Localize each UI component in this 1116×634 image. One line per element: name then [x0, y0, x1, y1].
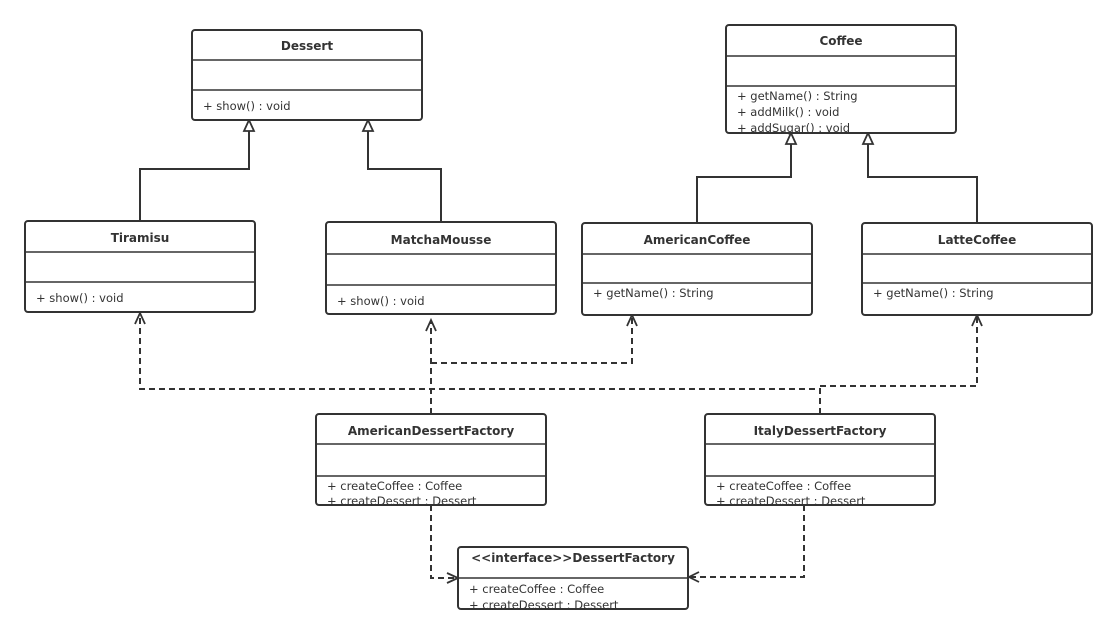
dependency-italy-factory-lattecoffee — [820, 316, 978, 387]
generalization-arrowhead — [861, 130, 875, 145]
class-name: Dessert — [281, 39, 333, 53]
method: + show() : void — [203, 99, 291, 113]
method: + createDessert : Dessert — [469, 598, 619, 612]
class-name: MatchaMousse — [391, 233, 492, 247]
realization-american-factory-interface — [430, 505, 457, 579]
class-italydessertfactory[interactable]: ItalyDessertFactory + createCoffee : Cof… — [704, 413, 936, 508]
class-name: Tiramisu — [111, 231, 170, 245]
realization-italy-factory-interface — [690, 505, 805, 578]
interface-name: <<interface>>DessertFactory — [471, 551, 675, 565]
method: + createCoffee : Coffee — [469, 582, 604, 596]
generalization-arrowhead — [361, 117, 375, 132]
class-name: LatteCoffee — [938, 233, 1016, 247]
connectors — [134, 117, 983, 584]
method: + createCoffee : Coffee — [327, 479, 462, 493]
class-name: AmericanCoffee — [644, 233, 751, 247]
dependency-american-factory-americancoffee — [431, 316, 633, 364]
method: + show() : void — [337, 294, 425, 308]
class-americandessertfactory[interactable]: AmericanDessertFactory + createCoffee : … — [315, 413, 547, 508]
interface-dessertfactory[interactable]: <<interface>>DessertFactory + createCoff… — [457, 546, 689, 612]
generalization-tiramisu-dessert — [139, 130, 250, 221]
generalization-arrowhead — [242, 117, 256, 132]
class-coffee[interactable]: Coffee + getName() : String + addMilk() … — [725, 24, 957, 135]
method: + getName() : String — [873, 286, 994, 300]
method: + show() : void — [36, 291, 124, 305]
class-americancoffee[interactable]: AmericanCoffee + getName() : String — [581, 222, 813, 316]
open-arrowhead — [425, 317, 437, 332]
method: + createDessert : Dessert — [327, 494, 477, 508]
class-dessert[interactable]: Dessert + show() : void — [191, 29, 423, 121]
class-matchamousse[interactable]: MatchaMousse + show() : void — [325, 221, 557, 315]
method: + createCoffee : Coffee — [716, 479, 851, 493]
class-name: Coffee — [819, 34, 862, 48]
generalization-americancoffee-coffee — [696, 143, 792, 223]
method: + getName() : String — [593, 286, 714, 300]
class-name: AmericanDessertFactory — [348, 424, 514, 438]
class-tiramisu[interactable]: Tiramisu + show() : void — [24, 220, 256, 313]
method: + createDessert : Dessert — [716, 494, 866, 508]
generalization-lattecoffee-coffee — [867, 143, 978, 223]
class-name: ItalyDessertFactory — [754, 424, 887, 438]
class-lattecoffee[interactable]: LatteCoffee + getName() : String — [861, 222, 1093, 316]
method: + getName() : String — [737, 89, 858, 103]
generalization-matchamousse-dessert — [367, 130, 442, 222]
dependency-italy-factory-tiramisu — [139, 314, 821, 414]
generalization-arrowhead — [784, 130, 798, 145]
method: + addSugar() : void — [737, 121, 850, 135]
method: + addMilk() : void — [737, 105, 839, 119]
